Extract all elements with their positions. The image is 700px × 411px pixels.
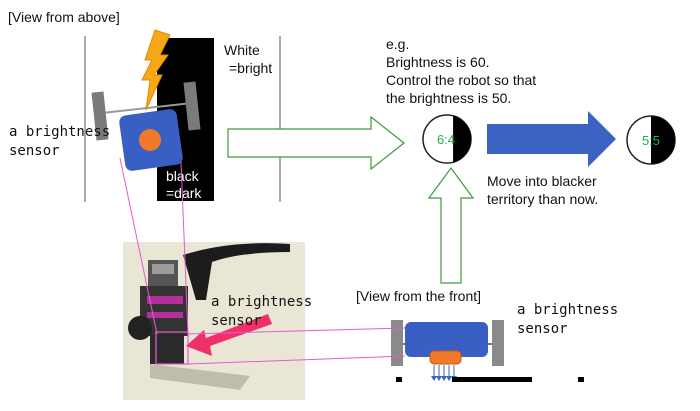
solid-arrow-right [487, 111, 616, 167]
black-value: =dark [166, 185, 202, 201]
light-bolt-icon [141, 29, 171, 111]
connector-lines-front [187, 327, 406, 365]
right-wheel [183, 81, 201, 131]
caption-line2: territory than now. [487, 191, 598, 207]
front-robot-body [405, 322, 488, 357]
photo-sensor-label-line1: a brightness [211, 294, 312, 310]
floor-mark-right [578, 377, 584, 382]
white-label: White [224, 42, 260, 58]
front-left-wheel [391, 320, 403, 366]
front-view: [View from the front] a brightness senso… [356, 288, 618, 382]
caption-line1: Move into blacker [487, 173, 597, 189]
outline-arrow-right [227, 115, 405, 171]
white-value: =bright [229, 60, 272, 76]
example-line4: the brightness is 50. [386, 90, 511, 106]
front-view-title: [View from the front] [356, 288, 481, 304]
photo-sensor-highlight [155, 331, 189, 365]
gauge-before-text: 6:4 [437, 132, 455, 147]
black-label: black [166, 168, 200, 184]
front-sensor-label-line2: sensor [517, 321, 568, 337]
photo-wheel [128, 316, 152, 340]
floor-black-line [452, 377, 532, 382]
gauge-after: 5:5 [626, 115, 676, 165]
example-line1: e.g. [386, 36, 409, 52]
example-line3: Control the robot so that [386, 72, 536, 88]
outline-arrow-up [427, 166, 475, 284]
front-sensor-label-line1: a brightness [517, 302, 618, 318]
top-sensor-label-line2: sensor [9, 143, 60, 159]
robot-photo: a brightness sensor [123, 242, 312, 400]
top-sensor-label-line1: a brightness [9, 124, 110, 140]
top-view-title: [View from above] [8, 9, 120, 25]
example-line2: Brightness is 60. [386, 54, 490, 70]
gauge-before: 6:4 [422, 114, 472, 164]
brightness-sensor-dot [139, 129, 161, 151]
front-brightness-sensor [429, 350, 462, 365]
photo-floor-line [183, 243, 290, 300]
photo-pointer-arrow [186, 314, 272, 356]
front-right-wheel [492, 320, 504, 366]
floor-mark-left [396, 377, 402, 382]
left-wheel [91, 91, 109, 141]
connector-lines-top [119, 157, 189, 335]
photo-shadow [150, 364, 250, 390]
top-view: [View from above] White =bright black =d… [8, 9, 281, 202]
photo-robot-base [150, 334, 184, 364]
example: e.g. Brightness is 60. Control the robot… [227, 36, 676, 284]
gauge-after-text: 5:5 [642, 133, 660, 148]
photo-sensor-label-line2: sensor [211, 313, 262, 329]
